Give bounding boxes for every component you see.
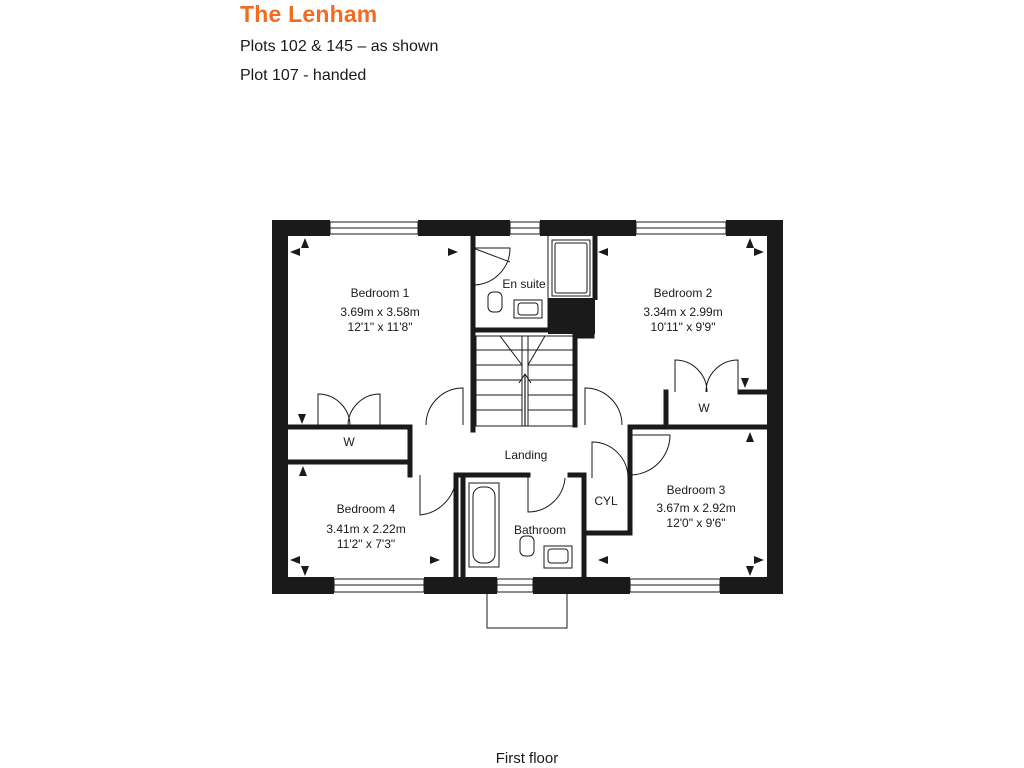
ensuite-name: En suite xyxy=(502,277,546,291)
bedroom4-imperial: 11'2" x 7'3" xyxy=(337,537,395,551)
doors xyxy=(317,247,739,516)
staircase xyxy=(475,335,574,427)
fixtures xyxy=(468,239,591,569)
bedroom2-imperial: 10'11" x 9'9" xyxy=(651,320,716,334)
bathroom-name: Bathroom xyxy=(514,523,566,537)
bedroom2-name: Bedroom 2 xyxy=(654,286,713,300)
plot-handed-text: Plot 107 - handed xyxy=(240,67,367,84)
floor-label: First floor xyxy=(495,750,559,767)
house-type-title: The Lenham xyxy=(240,1,378,27)
landing-name: Landing xyxy=(505,448,548,462)
bedroom2-metric: 3.34m x 2.99m xyxy=(643,305,722,319)
outer-walls xyxy=(272,220,783,594)
plots-shown-text: Plots 102 & 145 – as shown xyxy=(240,38,439,55)
ensuite-shower-block xyxy=(548,298,595,334)
bedroom3-name: Bedroom 3 xyxy=(667,483,726,497)
bedroom4-metric: 3.41m x 2.22m xyxy=(326,522,405,536)
wardrobe1-label: W xyxy=(343,435,355,449)
wardrobe2-label: W xyxy=(698,401,710,415)
internal-walls xyxy=(285,233,770,580)
cylinder-label: CYL xyxy=(594,494,618,508)
bedroom4-name: Bedroom 4 xyxy=(337,502,396,516)
bedroom3-imperial: 12'0" x 9'6" xyxy=(666,516,725,530)
bedroom3-metric: 3.67m x 2.92m xyxy=(656,501,735,515)
room-labels: Bedroom 1 3.69m x 3.58m 12'1" x 11'8" En… xyxy=(326,277,735,551)
measurement-arrows xyxy=(290,238,764,576)
windows xyxy=(329,221,727,629)
bedroom1-imperial: 12'1" x 11'8" xyxy=(348,320,413,334)
bedroom1-name: Bedroom 1 xyxy=(351,286,410,300)
bedroom1-metric: 3.69m x 3.58m xyxy=(340,305,419,319)
